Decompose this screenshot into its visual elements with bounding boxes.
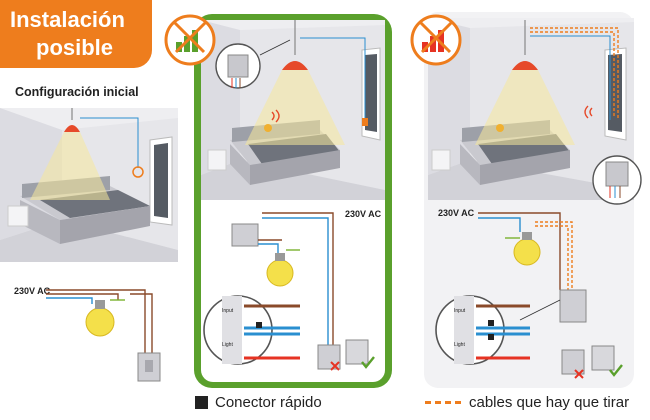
middle-panel [194, 14, 392, 388]
right-schematic: 230V AC Input Light [435, 208, 623, 379]
legend-cables-to-pull: cables que hay que tirar [425, 394, 629, 411]
initial-config-subtitle: Configuración inicial [15, 85, 139, 99]
left-schematic: 230V AC [14, 286, 161, 382]
voltage-label-left: 230V AC [14, 286, 51, 296]
tools-badge-green-icon [164, 14, 216, 66]
middle-schematic: 230V AC Input Light [203, 209, 382, 371]
title-line-2: posible [36, 35, 114, 60]
voltage-label-right: 230V AC [438, 208, 475, 218]
terminal-light-label: Light [222, 342, 233, 348]
dashed-cable-icon [425, 401, 461, 404]
tools-badge-red-icon [410, 14, 462, 66]
title-line-1: Instalación [10, 7, 125, 32]
terminal-input-label: Input [222, 308, 234, 314]
terminal-input-label-right: Input [454, 308, 466, 314]
left-room [0, 108, 178, 262]
terminal-light-label-right: Light [454, 342, 465, 348]
title-badge: Instalación posible [0, 0, 152, 68]
legend-quick-connector-label: Conector rápido [215, 394, 322, 411]
voltage-label-middle: 230V AC [345, 209, 382, 219]
legend-quick-connector: Conector rápido [195, 394, 322, 411]
legend-cables-label: cables que hay que tirar [469, 394, 630, 411]
quick-connector-icon [195, 396, 208, 409]
